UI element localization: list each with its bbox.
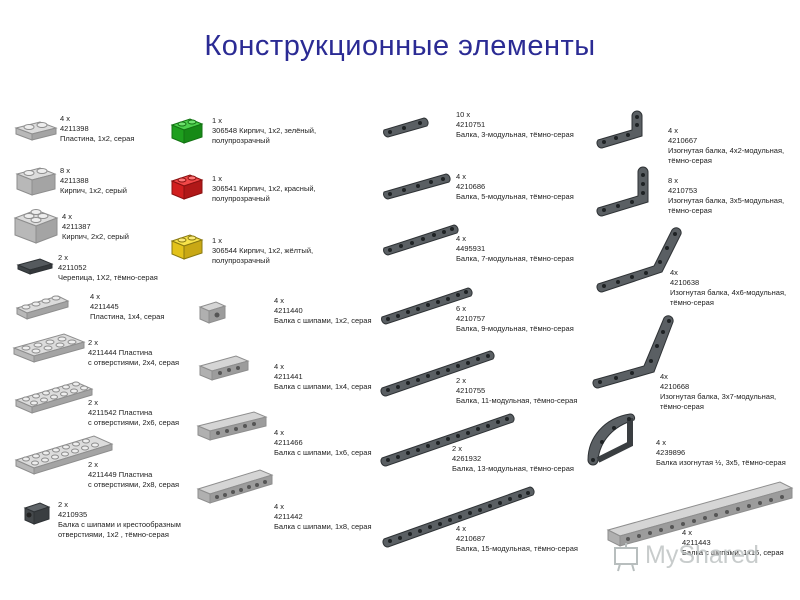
studded-beam-1x2-icon: [198, 301, 227, 324]
watermark-text: MyShared: [645, 541, 759, 569]
plate-1x2-light-icon: [14, 121, 58, 141]
brick-1x2-light-icon: [15, 167, 57, 196]
plate-1x4-light-icon: [15, 295, 70, 320]
half-beam-curved-icon: [587, 413, 636, 466]
bent-beam-3x5-icon: [596, 166, 649, 217]
bent-beam-3x7-icon: [592, 315, 674, 389]
beam-3-icon: [383, 117, 429, 138]
brick-2x2-light-icon: [13, 209, 59, 244]
studded-beam-1x6-icon: [196, 411, 268, 441]
beam-11-icon: [380, 350, 495, 397]
bent-beam-4x2-icon: [596, 110, 643, 149]
brick-1x2-green-icon: [170, 118, 204, 144]
tile-1x2-dark-icon: [16, 258, 54, 275]
beam-15-icon: [382, 486, 535, 548]
plate-2x4-holes-icon: [12, 333, 86, 363]
beam-cross-hole-dark-icon: [23, 502, 51, 525]
watermark-logo-icon: [614, 543, 638, 572]
brick-1x2-yellow-icon: [170, 234, 204, 260]
plate-2x8-holes-icon: [14, 435, 114, 475]
beam-13-icon: [380, 413, 515, 467]
plate-2x6-holes-icon: [14, 381, 94, 414]
page-title: Конструкционные элементы: [204, 30, 596, 62]
beam-9-icon: [381, 287, 473, 325]
beam-7-icon: [383, 224, 459, 256]
studded-beam-1x16-icon: [606, 481, 794, 547]
brick-1x2-red-icon: [170, 174, 204, 200]
beam-5-icon: [383, 173, 451, 200]
bent-beam-4x6-icon: [596, 227, 682, 293]
studded-beam-1x4-icon: [198, 355, 250, 381]
studded-beam-1x8-icon: [196, 469, 274, 504]
